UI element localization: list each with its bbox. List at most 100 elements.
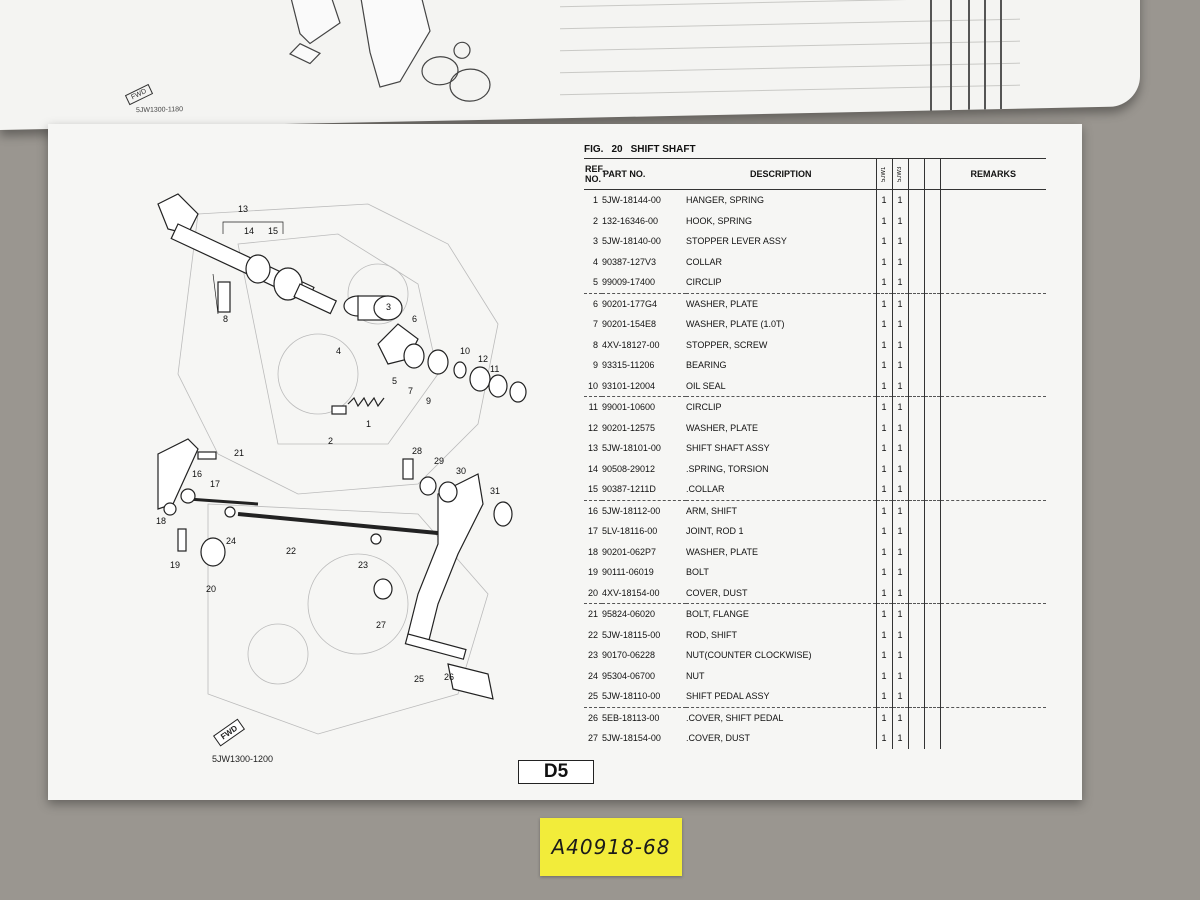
- qty-model-2: 1: [891, 334, 908, 355]
- qty-model-2: 1: [891, 541, 908, 562]
- qty-model-1: 1: [875, 686, 892, 707]
- qty-model-2: 1: [891, 686, 908, 707]
- description: .COLLAR: [686, 484, 725, 495]
- remarks-cell: [939, 334, 1046, 355]
- blank-cell: [907, 665, 924, 686]
- ref-no: 26: [584, 706, 602, 728]
- part-no: 90201-062P7: [602, 546, 657, 557]
- header-remarks: REMARKS: [939, 158, 1046, 190]
- previous-page-diagram: [288, 0, 491, 102]
- blank-cell: [907, 272, 924, 293]
- ref-no: 25: [587, 691, 598, 702]
- qty-model-2: 1: [891, 396, 908, 418]
- qty-model-2: 1: [891, 562, 908, 583]
- shift-shaft-diagram: [157, 193, 527, 735]
- part-no: 95824-06020: [602, 603, 686, 625]
- part-no: 90201-12575: [602, 422, 656, 433]
- qty-model-2: 1: [891, 251, 908, 272]
- qty-model-2: 1: [891, 603, 908, 625]
- callout-7: 7: [408, 386, 414, 396]
- blank-cell: [923, 645, 940, 666]
- part-no: 90508-29012: [602, 463, 656, 474]
- remarks-cell: [939, 272, 1046, 293]
- description: WASHER, PLATE: [686, 422, 759, 433]
- blank-cell: [923, 582, 940, 604]
- part-no: 4XV-18127-00: [602, 339, 660, 350]
- remarks-cell: [939, 189, 1046, 211]
- callout-16: 16: [192, 469, 203, 479]
- blank-cell: [923, 706, 940, 728]
- qty-model-1: 1: [875, 292, 892, 314]
- description: STOPPER, SCREW: [686, 339, 768, 350]
- blank-cell: [907, 562, 924, 583]
- qty-model-1: 1: [875, 458, 892, 479]
- qty-model-2: 1: [891, 645, 908, 666]
- blank-cell: [923, 458, 940, 479]
- ref-no: 3: [592, 236, 598, 247]
- blank-cell: [923, 686, 940, 707]
- blank-cell: [907, 582, 924, 604]
- qty-model-1: 1: [875, 231, 892, 252]
- blank-cell: [907, 706, 924, 728]
- callout-18: 18: [156, 516, 167, 526]
- description: CIRCLIP: [686, 277, 722, 288]
- description: SHIFT PEDAL ASSY: [686, 691, 770, 702]
- part-no: 132-16346-00: [602, 215, 659, 226]
- remarks-cell: [939, 438, 1046, 459]
- description: ROD, SHIFT: [686, 629, 737, 640]
- part-no: 99001-10600: [602, 396, 686, 418]
- blank-cell: [907, 210, 924, 231]
- previous-page: FWD 5JW1300-1180: [0, 0, 1140, 130]
- ref-no: 5: [592, 277, 598, 288]
- remarks-cell: [939, 728, 1046, 749]
- figure-number: 20: [611, 144, 623, 155]
- callout-5: 5: [392, 376, 398, 386]
- qty-model-1: 1: [875, 438, 892, 459]
- callout-11: 11: [490, 364, 500, 374]
- ref-no: 18: [587, 546, 598, 557]
- description: CIRCLIP: [686, 396, 876, 418]
- blank-cell: [907, 624, 924, 645]
- remarks-cell: [939, 292, 1046, 314]
- part-no: 99009-17400: [602, 277, 656, 288]
- ref-no: 21: [584, 603, 602, 625]
- callout-19: 19: [170, 560, 181, 570]
- part-no: 5JW-18101-00: [602, 443, 661, 454]
- part-no: 5JW-18144-00: [602, 195, 661, 206]
- figure-code: 5JW1300-1180: [136, 106, 183, 115]
- remarks-cell: [939, 562, 1046, 583]
- blank-cell: [907, 499, 924, 521]
- qty-model-2: 1: [891, 479, 908, 500]
- ref-no: 12: [587, 422, 598, 433]
- remarks-cell: [939, 375, 1046, 397]
- qty-model-1: 1: [875, 603, 892, 625]
- ref-no: 8: [592, 339, 598, 350]
- header-part-no: PART NO.: [602, 158, 686, 190]
- callout-31: 31: [490, 486, 501, 496]
- blank-cell: [907, 603, 924, 625]
- qty-model-1: 1: [875, 272, 892, 293]
- callout-9: 9: [426, 396, 432, 406]
- blank-cell: [907, 645, 924, 666]
- part-no: 5JW-18112-00: [602, 499, 686, 521]
- blank-cell: [923, 417, 940, 438]
- qty-model-2: 1: [891, 375, 908, 397]
- remarks-cell: [939, 582, 1046, 604]
- description: COVER, DUST: [686, 587, 748, 598]
- remarks-cell: [939, 355, 1046, 376]
- ref-no: 4: [592, 256, 598, 267]
- description: BOLT, FLANGE: [686, 603, 876, 625]
- page-id: D5: [518, 760, 594, 784]
- blank-cell: [923, 210, 940, 231]
- ref-no: 1: [592, 195, 598, 206]
